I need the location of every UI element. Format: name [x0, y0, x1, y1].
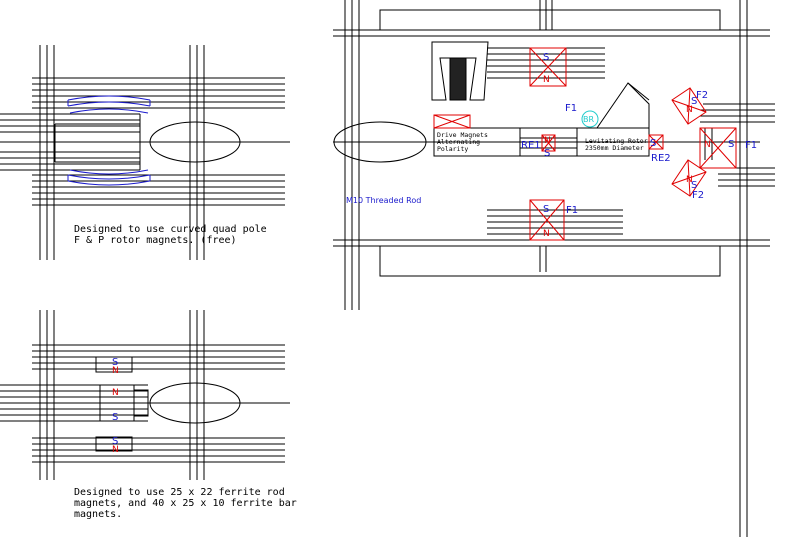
pole-s: S	[650, 138, 656, 149]
note-line: magnets.	[74, 509, 123, 520]
pole-n: N	[112, 388, 119, 398]
pole-s: S	[544, 148, 550, 159]
levitating-rotor-label: 2350mm Diameter	[585, 144, 644, 152]
f2-label: F2	[692, 190, 704, 201]
pole-n: N	[112, 445, 119, 455]
top-left-assembly	[0, 45, 290, 260]
pole-n: N	[543, 229, 550, 239]
right-assembly: Drive Magnets Alternating Polarity Levit…	[333, 0, 775, 537]
f1-label: F1	[745, 140, 757, 151]
br-label: BR	[583, 115, 594, 124]
pole-n: N	[704, 140, 711, 150]
pole-s: S	[543, 52, 549, 63]
pole-s: S	[728, 139, 734, 150]
drive-magnets-label: Drive Magnets	[437, 131, 488, 139]
pole-s: S	[543, 204, 549, 215]
bearing-icon	[581, 110, 599, 128]
note-line: F & P rotor magnets. (free)	[74, 235, 237, 246]
drive-magnets-label: Alternating	[437, 138, 480, 146]
threaded-rod-label: M10 Threaded Rod	[346, 196, 421, 205]
drive-magnets-label: Polarity	[437, 145, 468, 153]
pole-s: S	[112, 357, 118, 368]
note-line: Designed to use curved quad pole	[74, 224, 267, 235]
pole-n: N	[686, 175, 693, 185]
pole-n: N	[543, 75, 550, 85]
pole-s: S	[691, 180, 697, 191]
f2-label: F2	[696, 90, 708, 101]
pole-s: S	[691, 96, 697, 107]
f1-label: F1	[566, 205, 578, 216]
pole-s: S	[112, 412, 118, 423]
levitating-rotor-label: Levitating Rotor	[585, 137, 648, 145]
pole-s: S	[112, 436, 118, 447]
curved-magnets	[67, 95, 151, 186]
re1-label: RE1	[521, 140, 541, 151]
magnets	[433, 47, 737, 241]
pole-n: N	[112, 366, 119, 376]
note-line: magnets, and 40 x 25 x 10 ferrite bar	[74, 498, 297, 509]
bottom-left-assembly: S N N S S N	[0, 310, 290, 480]
note-line: Designed to use 25 x 22 ferrite rod	[74, 487, 285, 498]
f1-label: F1	[565, 103, 577, 114]
pole-n: N	[686, 105, 693, 115]
re2-label: RE2	[651, 153, 671, 164]
pole-n: N	[544, 136, 551, 146]
